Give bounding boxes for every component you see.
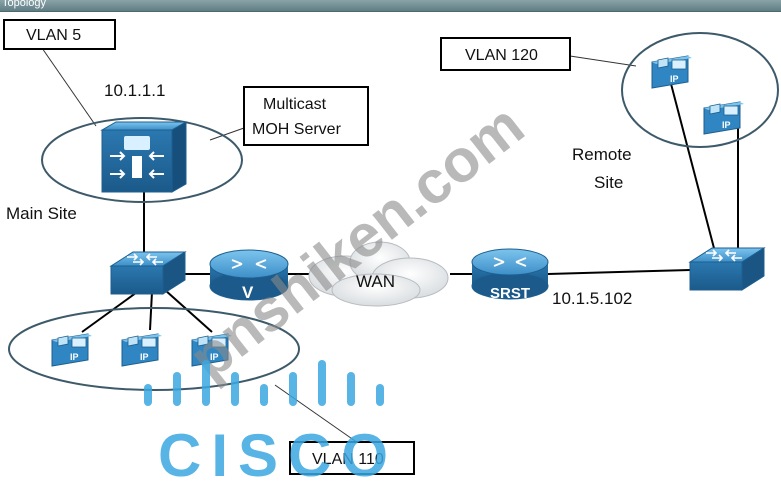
wan-label: WAN (356, 272, 395, 291)
title-bar: Topology (0, 0, 781, 12)
vlan110-ellipse (8, 307, 300, 391)
srst-router-icon: SRST (471, 248, 549, 302)
srst-ip-label: 10.1.5.102 (552, 289, 632, 308)
moh-label-line1: Multicast (263, 96, 327, 113)
cisco-logo-text: CISCO (158, 422, 398, 481)
server-ip-label: 10.1.1.1 (104, 81, 165, 100)
vlan5-leader (41, 47, 97, 127)
remote-site-label-line1: Remote (572, 145, 632, 164)
window-title: Topology (2, 0, 47, 9)
link-remote-phone1 (669, 79, 716, 253)
vlan120-label: VLAN 120 (465, 47, 538, 64)
vlan120-box (440, 37, 571, 71)
remote-site-label-line2: Site (594, 173, 623, 192)
vlan5-label: VLAN 5 (26, 27, 81, 44)
cisco-logo-icon (144, 360, 384, 406)
moh-server-icon (100, 121, 188, 193)
vlan110-box (289, 441, 415, 475)
main-switch-icon (110, 251, 186, 295)
link-switch-phone3 (164, 289, 213, 333)
router-srst-label: SRST (490, 285, 530, 302)
remote-switch-icon (689, 247, 765, 291)
ip-phone-icon (121, 333, 163, 367)
ip-phone-icon (651, 55, 693, 89)
vlan120-leader (569, 55, 637, 67)
ip-phone-icon (51, 333, 93, 367)
vlan5-box (3, 19, 116, 50)
moh-box (243, 86, 369, 146)
cloud-icon (308, 241, 449, 307)
main-site-ellipse (41, 117, 243, 203)
moh-leader (209, 127, 245, 141)
link-srst-switch (547, 269, 691, 275)
moh-label-line2: MOH Server (252, 121, 342, 138)
main-site-label: Main Site (6, 204, 77, 223)
router-v-label: V (242, 283, 254, 302)
link-switch-phone1 (81, 289, 141, 333)
remote-site-ellipse (621, 32, 779, 148)
vlan110-label: VLAN 110 (312, 451, 384, 468)
voice-router-icon: V (209, 249, 289, 302)
link-switch-phone2 (149, 291, 153, 331)
